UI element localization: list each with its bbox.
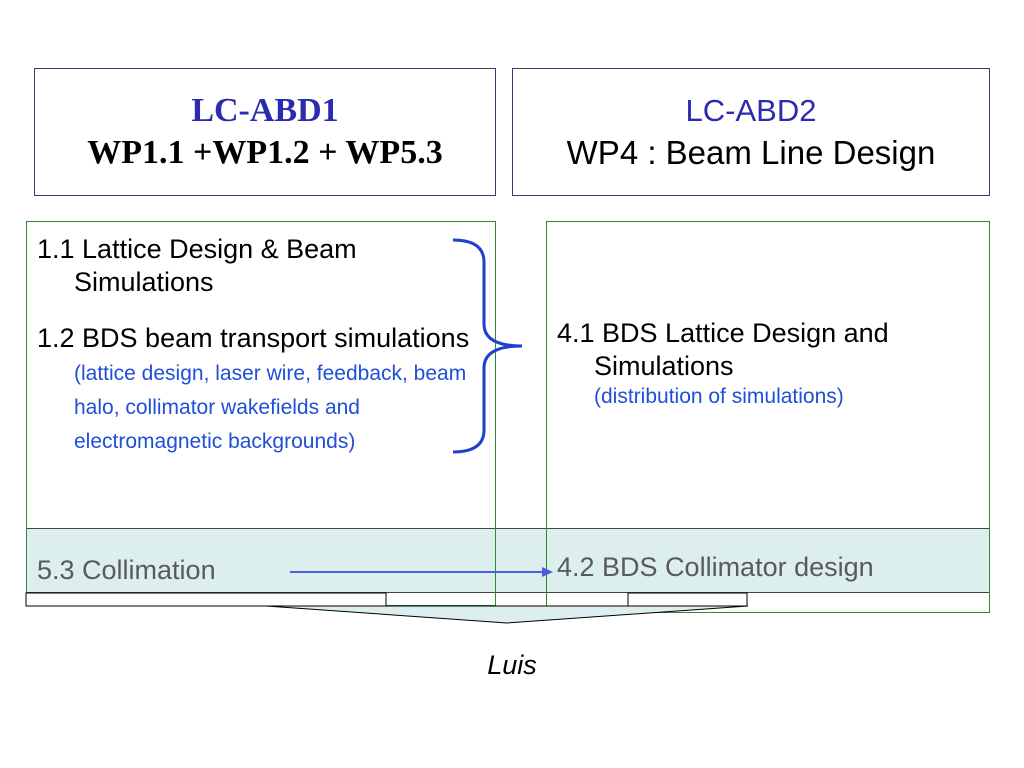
collimation-label: 5.3 Collimation xyxy=(37,555,216,585)
right-panel xyxy=(546,221,990,613)
item-1-1: 1.1 Lattice Design & Beam Simulations xyxy=(37,234,357,297)
merge-funnel xyxy=(265,605,749,624)
right-header-box: LC-ABD2 WP4 : Beam Line Design xyxy=(512,68,990,196)
item-1-2-note: (lattice design, laser wire, feedback, b… xyxy=(74,362,467,453)
item-1-2-label: 1.2 BDS beam transport simulations xyxy=(37,323,470,353)
left-header-box: LC-ABD1 WP1.1 +WP1.2 + WP5.3 xyxy=(34,68,496,196)
left-header-title: LC-ABD1 xyxy=(191,92,339,129)
item-4-1-note: (distribution of simulations) xyxy=(594,385,844,408)
arrow-head-icon xyxy=(542,567,553,577)
right-tab xyxy=(627,592,748,607)
right-header-subtitle: WP4 : Beam Line Design xyxy=(566,134,936,171)
item-1-2: 1.2 BDS beam transport simulations (latt… xyxy=(37,322,489,457)
item-4-1: 4.1 BDS Lattice Design and Simulations (… xyxy=(557,317,937,411)
footer-name: Luis xyxy=(487,650,537,680)
right-header-title: LC-ABD2 xyxy=(685,93,817,128)
item-4-1-label: 4.1 BDS Lattice Design and Simulations xyxy=(557,318,889,381)
collimator-design-label: 4.2 BDS Collimator design xyxy=(557,552,874,582)
left-header-subtitle: WP1.1 +WP1.2 + WP5.3 xyxy=(87,134,443,171)
curly-brace-icon xyxy=(452,238,523,454)
collimation-band xyxy=(26,528,990,593)
left-tab xyxy=(25,592,387,607)
